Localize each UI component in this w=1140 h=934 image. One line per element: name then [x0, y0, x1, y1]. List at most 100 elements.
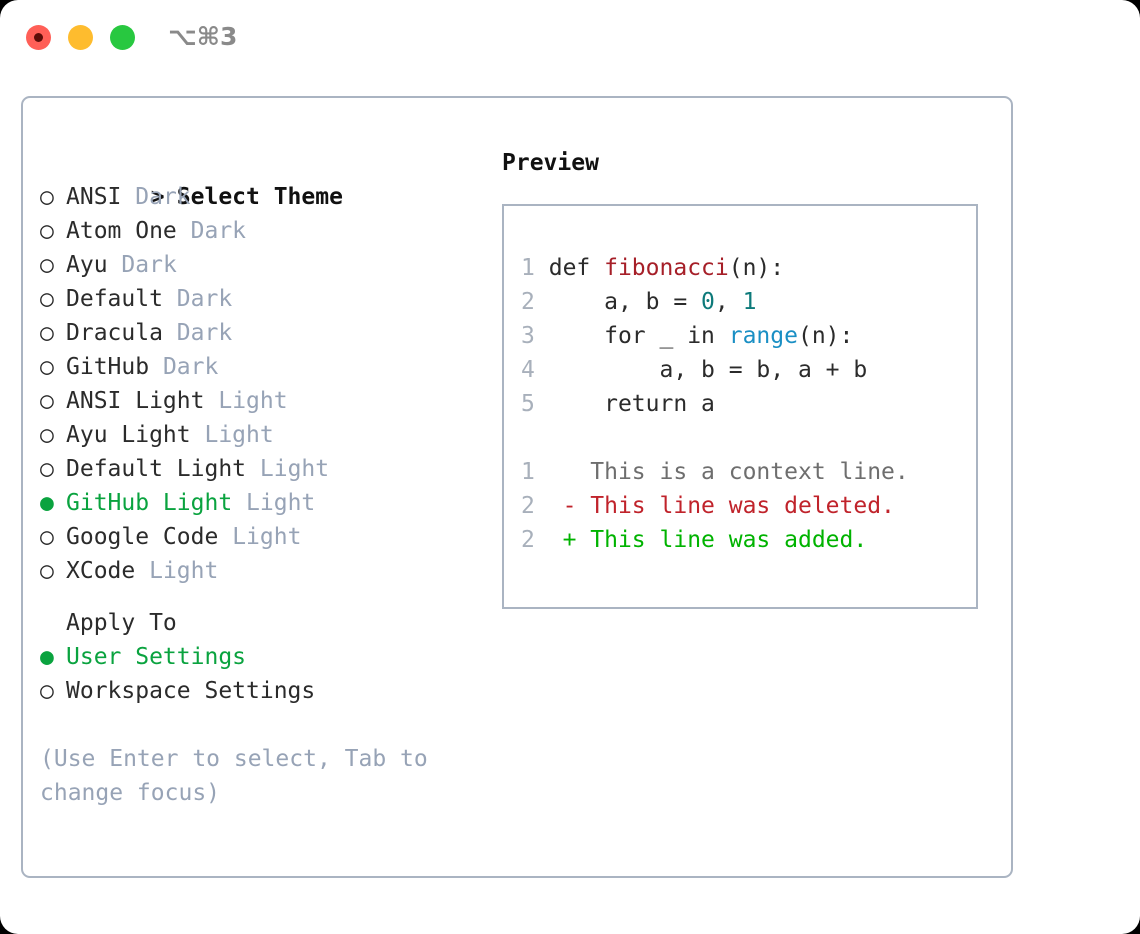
spacer: [149, 354, 163, 380]
diff-line: 1 This is a context line.: [521, 455, 909, 489]
theme-list-item[interactable]: ○ ANSI Light Light: [40, 384, 480, 418]
spacer: [204, 388, 218, 414]
apply-to-option-label: Workspace Settings: [66, 678, 316, 704]
theme-list-item[interactable]: ○ Atom One Dark: [40, 214, 480, 248]
theme-list-item[interactable]: ○ XCode Light: [40, 554, 480, 588]
radio-unselected-icon: ○: [40, 320, 68, 346]
line-number: 2: [521, 289, 535, 315]
theme-variant-badge: Light: [259, 456, 330, 482]
spacer: [191, 422, 205, 448]
code-token: 0: [701, 289, 715, 315]
code-token: (n):: [797, 323, 854, 349]
radio-unselected-icon: ○: [40, 422, 68, 448]
apply-to-option[interactable]: ○ Workspace Settings: [40, 674, 480, 708]
code-line: 1 def fibonacci(n):: [521, 251, 867, 285]
theme-variant-badge: Light: [232, 524, 302, 550]
apply-to-header: Apply To: [66, 610, 177, 636]
line-number: 2: [521, 493, 535, 519]
radio-unselected-icon: ○: [40, 252, 68, 278]
theme-variant-badge: Dark: [162, 354, 219, 380]
theme-variant-badge: Dark: [135, 184, 191, 210]
line-number: 1: [521, 459, 535, 485]
theme-variant-badge: Light: [149, 558, 219, 584]
code-token: for _ in: [548, 323, 729, 349]
theme-list-item[interactable]: ○ Ayu Light Light: [40, 418, 480, 452]
code-token: ,: [714, 289, 743, 315]
theme-name-label: ANSI Light: [66, 388, 205, 414]
line-number: 3: [521, 323, 535, 349]
line-number: 2: [521, 527, 535, 553]
radio-unselected-icon: ○: [40, 558, 68, 584]
theme-list-item[interactable]: ● GitHub Light Light: [40, 486, 480, 520]
spacer: [135, 558, 149, 584]
code-token: return a: [548, 391, 715, 417]
theme-list-item[interactable]: ○ Dracula Dark: [40, 316, 480, 350]
title-bar: ⌥⌘3: [0, 0, 1140, 76]
minimize-button-icon[interactable]: [68, 25, 93, 50]
spacer: [177, 218, 191, 244]
keyboard-hint-text: (Use Enter to select, Tab to change focu…: [40, 746, 428, 806]
apply-to-option[interactable]: ● User Settings: [40, 640, 480, 674]
diff-marker: +: [562, 527, 591, 553]
code-token: def: [548, 255, 605, 281]
theme-name-label: Dracula: [66, 320, 163, 346]
diff-marker: -: [562, 493, 591, 519]
gutter-gap: [535, 493, 563, 519]
theme-variant-badge: Light: [218, 388, 288, 414]
theme-list-item[interactable]: ○ ANSI Dark: [40, 180, 480, 214]
radio-unselected-icon: ○: [40, 286, 68, 312]
gutter-gap: [535, 391, 549, 417]
preview-column: Preview 1 def fibonacci(n):2 a, b = 0, 1…: [502, 146, 978, 609]
diff-sample: 1 This is a context line. 2 - This line w…: [521, 455, 909, 557]
gutter-gap: [535, 357, 549, 383]
theme-name-label: Default Light: [66, 456, 247, 482]
gutter-gap: [535, 459, 563, 485]
radio-unselected-icon: ○: [40, 524, 68, 550]
diff-text: This line was added.: [590, 527, 868, 553]
code-token: (n):: [728, 255, 785, 281]
theme-variant-badge: Light: [204, 422, 274, 448]
radio-unselected-icon: ○: [40, 456, 68, 482]
theme-name-label: GitHub: [66, 354, 150, 380]
line-number: 5: [521, 391, 535, 417]
theme-list: ○ ANSI Dark○ Atom One Dark○ Ayu Dark○ De…: [40, 180, 480, 588]
spacer: [246, 456, 260, 482]
theme-name-label: Google Code: [66, 524, 219, 550]
diff-text: This is a context line.: [590, 459, 909, 485]
theme-list-item[interactable]: ○ Google Code Light: [40, 520, 480, 554]
apply-to-option-label: User Settings: [66, 644, 247, 670]
theme-name-label: XCode: [66, 558, 136, 584]
code-token: a, b = b, a + b: [548, 357, 868, 383]
spacer: [121, 184, 135, 210]
radio-selected-icon: ●: [40, 644, 68, 670]
diff-line: 2 + This line was added.: [521, 523, 909, 557]
code-token: a, b =: [548, 289, 702, 315]
theme-list-item[interactable]: ○ Default Dark: [40, 282, 480, 316]
code-token: 1: [742, 289, 757, 315]
close-button-icon[interactable]: [26, 25, 51, 50]
apply-to-list: ● User Settings○ Workspace Settings: [40, 640, 480, 708]
traffic-lights: [26, 25, 135, 50]
code-line: 2 a, b = 0, 1: [521, 285, 867, 319]
gutter-gap: [535, 255, 549, 281]
theme-list-item[interactable]: ○ GitHub Dark: [40, 350, 480, 384]
diff-marker: [563, 459, 591, 485]
cursor-caret-icon: >: [150, 184, 179, 210]
spacer: [163, 286, 177, 312]
radio-unselected-icon: ○: [40, 218, 68, 244]
theme-list-item[interactable]: ○ Ayu Dark: [40, 248, 480, 282]
keyboard-shortcut-label: ⌥⌘3: [168, 22, 238, 51]
maximize-button-icon[interactable]: [110, 25, 135, 50]
spacer: [40, 708, 480, 742]
radio-selected-icon: ●: [40, 490, 68, 516]
main-panel: > Select Theme ○ ANSI Dark○ Atom One Dar…: [21, 96, 1013, 878]
select-theme-header-label: Select Theme: [176, 184, 343, 210]
theme-name-label: GitHub Light: [66, 490, 233, 516]
theme-variant-badge: Dark: [176, 320, 233, 346]
gutter-gap: [535, 289, 549, 315]
spacer: [163, 320, 177, 346]
theme-name-label: Ayu: [66, 252, 108, 278]
theme-list-item[interactable]: ○ Default Light Light: [40, 452, 480, 486]
